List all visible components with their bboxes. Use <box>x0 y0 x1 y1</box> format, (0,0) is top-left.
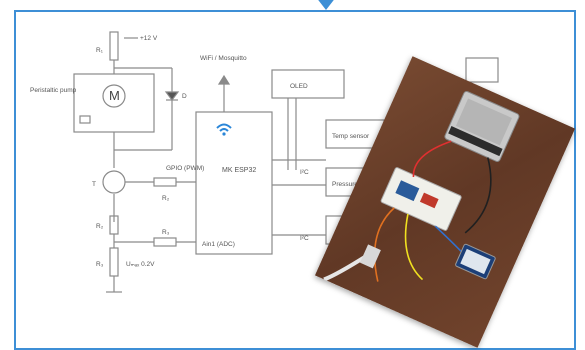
rb-resistor <box>153 177 177 187</box>
oled-box <box>271 69 345 99</box>
r3-label: R₃ <box>162 229 170 236</box>
right-box <box>465 57 499 83</box>
gpio-label: GPIO (PWM) <box>166 165 204 172</box>
transistor-label: T <box>92 181 96 188</box>
transistor-symbol <box>102 170 126 194</box>
mcu-label: MK ESP32 <box>222 167 256 174</box>
pump-icon <box>79 115 91 124</box>
motor-label: M <box>109 88 120 103</box>
wifi-label: WiFi / Mosquitto <box>200 55 247 62</box>
i2c-label-2: I²C <box>300 235 309 242</box>
r1-resistor <box>109 31 119 61</box>
wifi-icon <box>216 123 232 132</box>
pump-label: Peristaltic pump <box>30 87 77 94</box>
rs-label: R₃ <box>96 261 104 268</box>
r2-label: R₂ <box>96 223 104 230</box>
motor-symbol <box>102 84 126 108</box>
oled-label: OLED <box>290 83 308 90</box>
diode-label: D <box>182 93 187 100</box>
i2c-label-1: I²C <box>300 169 309 176</box>
supply-label: +12 V <box>140 35 158 42</box>
mcu-block <box>195 111 273 255</box>
adc-label: Ain1 (ADC) <box>202 241 235 248</box>
rb-label: R₂ <box>162 195 170 202</box>
temp-sensor-label: Temp sensor <box>332 133 370 140</box>
rs-resistor <box>109 247 119 277</box>
r1-label: R₁ <box>96 47 104 54</box>
shunt-label: Uₘₐₓ 0.2V <box>126 261 155 268</box>
pointer-arrow <box>312 0 340 10</box>
hardware-photo <box>314 56 576 348</box>
wifi-dot <box>222 132 226 136</box>
r3-resistor <box>153 237 177 247</box>
